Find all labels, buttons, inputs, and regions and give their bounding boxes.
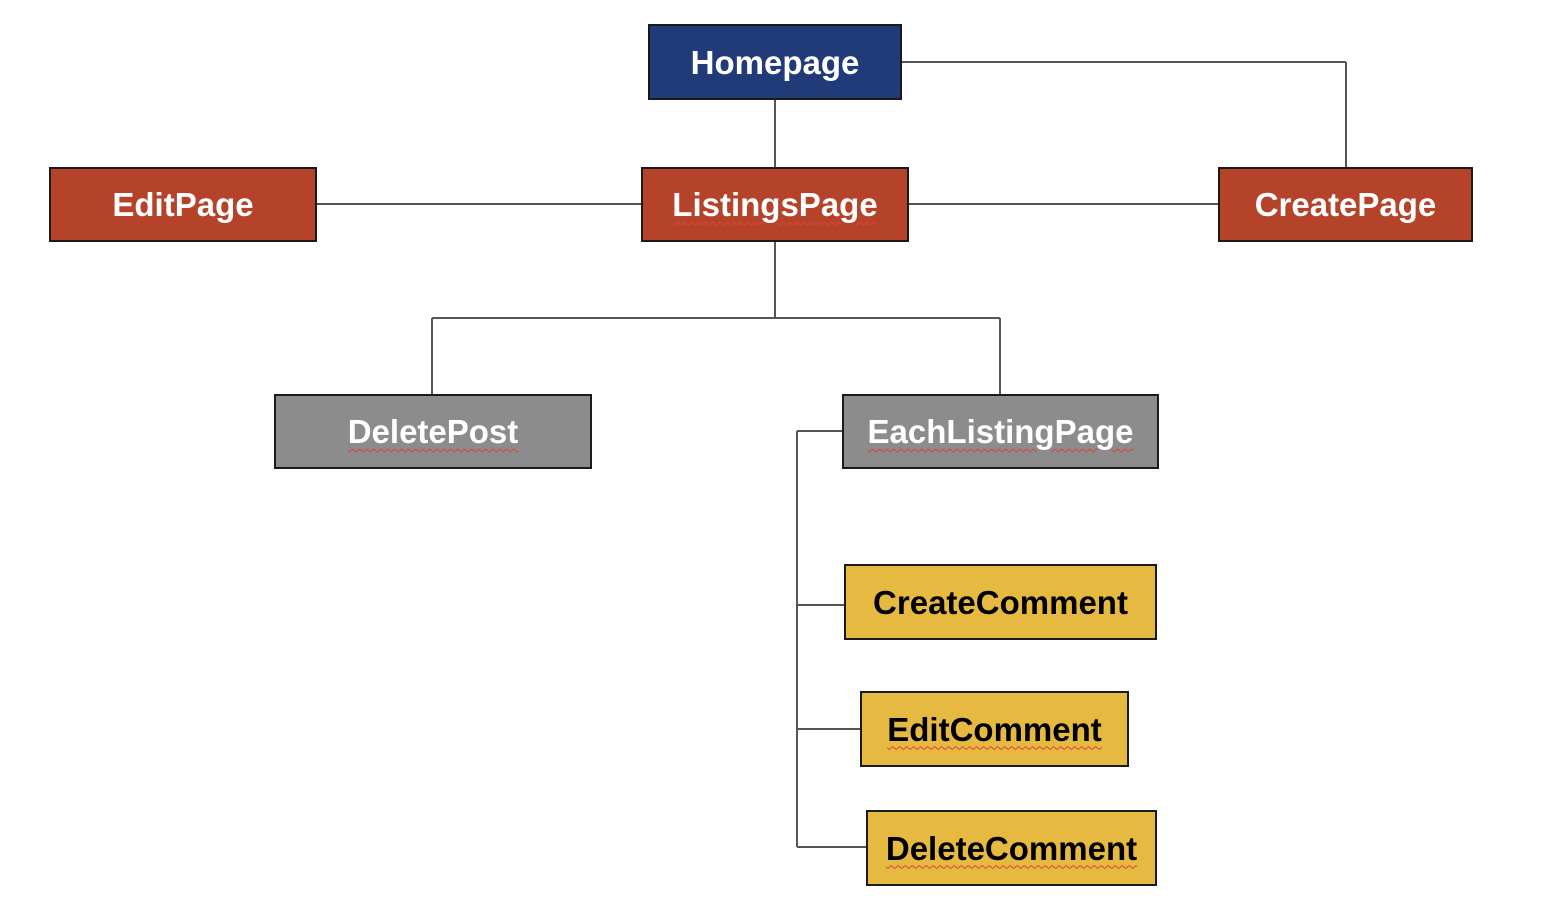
node-editpage-label: EditPage	[112, 186, 254, 223]
node-createcomment-label: CreateComment	[873, 583, 1128, 621]
node-eachlistingpage-label: EachListingPage	[867, 413, 1134, 450]
node-createpage: CreatePage	[1218, 167, 1473, 242]
node-editpage: EditPage	[49, 167, 317, 242]
node-eachlistingpage: EachListingPage	[842, 394, 1159, 469]
node-editcomment: EditComment	[860, 691, 1129, 767]
node-listingspage-label: ListingsPage	[672, 186, 878, 223]
node-editcomment-label: EditComment	[887, 710, 1102, 748]
node-listingspage: ListingsPage	[641, 167, 909, 242]
node-deletecomment-label: DeleteComment	[885, 829, 1138, 867]
node-createpage-label: CreatePage	[1254, 186, 1437, 223]
node-deletepost-label: DeletePost	[347, 413, 519, 450]
node-homepage: Homepage	[648, 24, 902, 100]
node-deletepost: DeletePost	[274, 394, 592, 469]
node-createcomment: CreateComment	[844, 564, 1157, 640]
node-homepage-label: Homepage	[690, 43, 860, 81]
node-deletecomment: DeleteComment	[866, 810, 1157, 886]
